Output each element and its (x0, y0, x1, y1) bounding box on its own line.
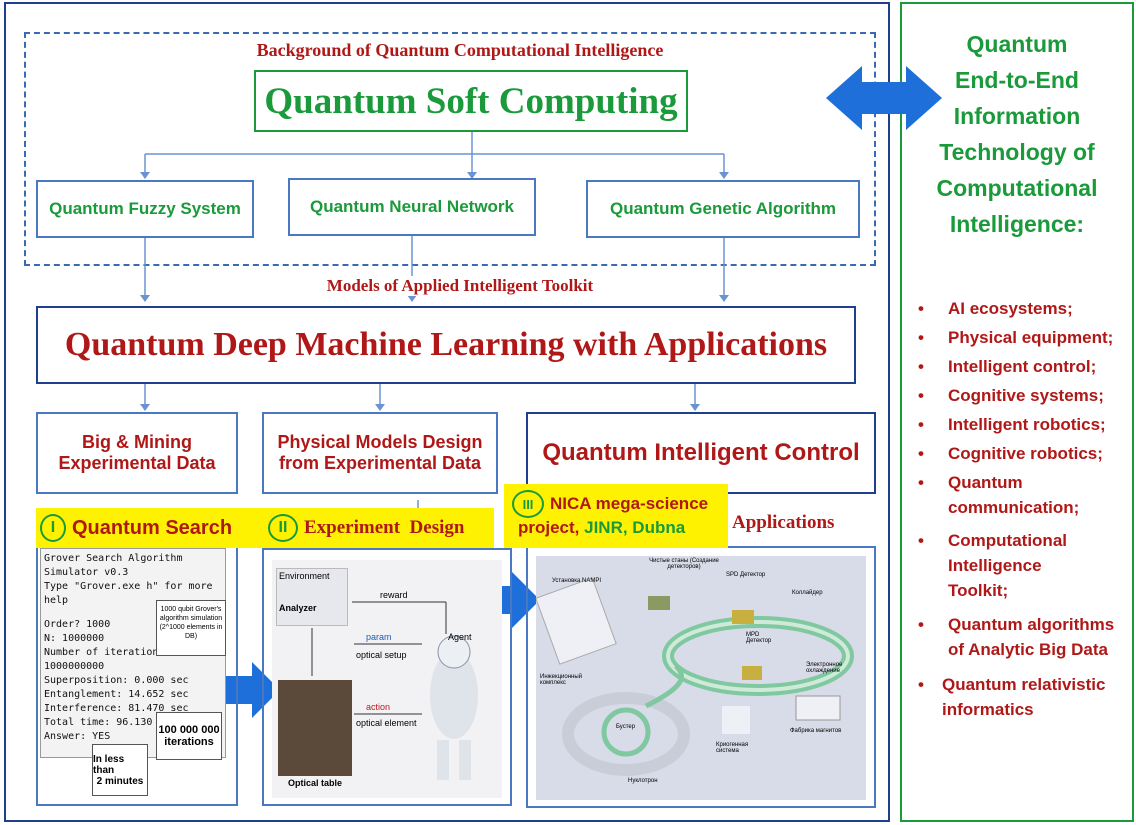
robot-body (430, 651, 478, 739)
right-title-line: Intelligence: (949, 211, 1085, 237)
nica-illustration: Установка NAMPI Чистые станы (Создание д… (536, 556, 866, 800)
simulation-note: 1000 qubit Grover's algorithm simulation… (156, 600, 226, 656)
time-box: In less than 2 minutes (92, 744, 148, 796)
analyzer-label: Analyzer (279, 603, 317, 613)
right-panel-frame (900, 2, 1134, 822)
nica-label: MPD Детектор (746, 632, 772, 644)
agent-label: Agent (448, 632, 472, 642)
double-arrow-icon (826, 66, 942, 130)
time-line1: In less than (93, 753, 125, 776)
quantum-search-label: I Quantum Search (36, 508, 266, 548)
nica-label: Фабрика магнитов (790, 728, 842, 734)
iterations-label: iterations (164, 736, 214, 748)
optical-setup-label: optical setup (356, 650, 407, 660)
column-box-big-data: Big & Mining Experimental Data (36, 412, 238, 494)
terminal-line: Type "Grover.exe h" for more help (44, 581, 213, 606)
branch-box-genetic: Quantum Genetic Algorithm (586, 180, 860, 238)
nica-label: Коллайдер (792, 590, 823, 596)
col1-line1: Big & Mining (82, 432, 192, 452)
iterations-count: 100 000 000 (158, 724, 220, 736)
branch-label-genetic: Quantum Genetic Algorithm (609, 199, 837, 218)
time-line2: 2 minutes (96, 775, 144, 787)
nica-collider-diagram (536, 577, 854, 776)
environment-label: Environment (279, 571, 330, 581)
right-title: Quantum End-to-End Information Technolog… (904, 26, 1130, 242)
optical-table-photo (278, 680, 352, 776)
branch-label-neural: Quantum Neural Network (309, 197, 515, 216)
applications-label: Applications (732, 512, 835, 533)
right-title-line: Technology of (939, 139, 1095, 165)
qdml-title: Quantum Deep Machine Learning with Appli… (64, 326, 828, 363)
experiment-design-text: Experiment Design (304, 517, 465, 538)
optical-element-label: optical element (356, 718, 417, 728)
experiment-diagram (311, 601, 478, 780)
col1-line2: Experimental Data (58, 453, 216, 473)
experiment-design-label: II Experiment Design (264, 508, 494, 548)
nica-label-line1: NICA mega-science (550, 494, 709, 513)
background-title: Background of Quantum Computational Inte… (256, 40, 664, 60)
action-label: action (366, 702, 391, 712)
column-box-intelligent-control: Quantum Intelligent Control (526, 412, 876, 494)
terminal-line: Answer: YES (44, 731, 111, 742)
experiment-illustration: Environment Analyzer reward Agent param … (272, 560, 502, 798)
iterations-box: 100 000 000 iterations (156, 712, 222, 760)
qdml-box: Quantum Deep Machine Learning with Appli… (36, 306, 856, 384)
param-label: param (366, 632, 392, 642)
col2-line2: from Experimental Data (278, 453, 482, 473)
nica-label: SPD Детектор (726, 572, 766, 578)
models-title: Models of Applied Intelligent Toolkit (210, 276, 710, 296)
nica-project-label: III NICA mega-science project, JINR, Dub… (504, 484, 728, 548)
nica-label: Инжекционный комплекс (540, 674, 583, 686)
col3-title: Quantum Intelligent Control (542, 439, 860, 466)
main-frame (4, 2, 890, 822)
background-dashed-region (24, 32, 876, 266)
terminal-line: Number of iteration?: 1000000000 (44, 647, 171, 672)
environment-block: Environment Analyzer (276, 568, 348, 626)
terminal-line: Order? 1000 (44, 619, 111, 630)
nica-label: Криогенная система (716, 742, 749, 754)
nica-label-line3: JINR, Dubna (579, 518, 686, 537)
right-title-line: Computational (936, 175, 1098, 201)
column-box-physical-models: Physical Models Design from Experimental… (262, 412, 498, 494)
roman-numeral-badge-1: I (40, 514, 66, 542)
reward-label: reward (380, 590, 408, 600)
terminal-line: Total time: 96.130 sec (44, 717, 177, 728)
branch-box-neural: Quantum Neural Network (288, 178, 536, 236)
terminal-line: Grover Search Algorithm Simulator v0.3 (44, 553, 183, 578)
quantum-soft-computing-title: Quantum Soft Computing (264, 80, 678, 122)
nica-label: Чистые станы (Создание детекторов) (649, 558, 719, 570)
quantum-search-text: Quantum Search (72, 516, 233, 539)
col2-line1: Physical Models Design (277, 432, 483, 452)
nica-label: Нуклотрон (628, 778, 658, 784)
right-title-line: Information (953, 103, 1081, 129)
right-title-line: Quantum (966, 31, 1068, 57)
right-title-line: End-to-End (955, 67, 1079, 93)
terminal-line: Superposition: 0.000 sec (44, 675, 189, 686)
nica-label-line2: project, (518, 518, 580, 537)
branch-label-fuzzy: Quantum Fuzzy System (49, 199, 241, 218)
panel-quantum-search (36, 520, 238, 806)
terminal-line: Entanglement: 14.652 sec (44, 689, 189, 700)
terminal-line: N: 1000000 (44, 633, 105, 644)
roman-numeral-badge-2: II (268, 514, 298, 542)
arrow-right-icon-1 (226, 662, 280, 718)
optical-table-label: Optical table (287, 778, 342, 788)
panel-experiment-design (262, 548, 512, 806)
terminal-line: Interference: 81.470 sec (44, 703, 189, 714)
roman-numeral-badge-3: III (512, 490, 544, 518)
nica-label: Электронное охлаждение (806, 662, 843, 674)
nica-label: Установка NAMPI (552, 578, 602, 584)
capabilities-list: •AI ecosystems; •Physical equipment; •In… (918, 299, 1115, 719)
nica-label: Бустер (616, 724, 636, 730)
quantum-soft-computing-box: Quantum Soft Computing (254, 70, 688, 132)
robot-head (437, 635, 471, 669)
branch-box-fuzzy: Quantum Fuzzy System (36, 180, 254, 238)
connector-arrowheads (140, 172, 729, 411)
